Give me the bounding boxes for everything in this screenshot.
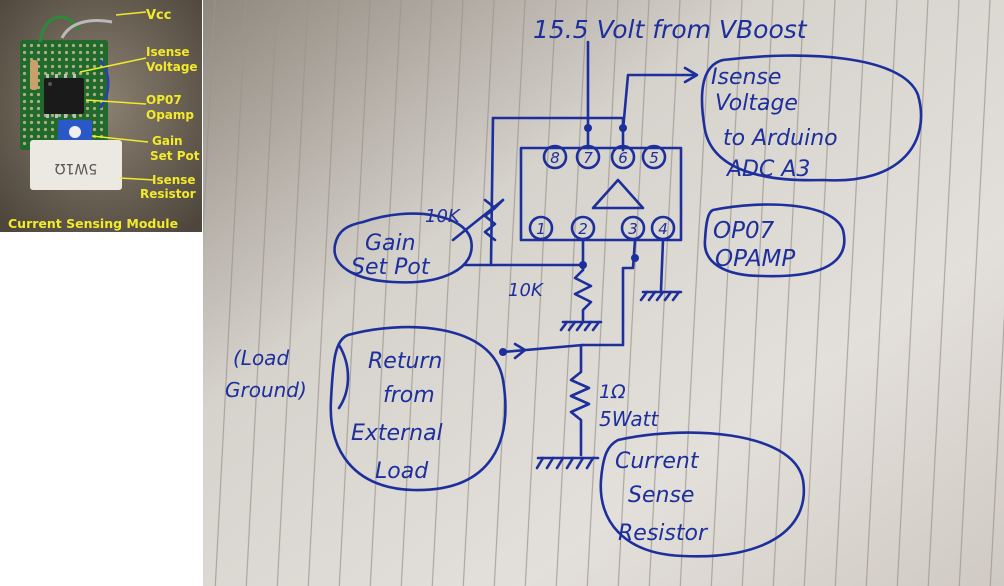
gain-line1: Gain: [365, 231, 416, 256]
blue-wire: [98, 59, 110, 109]
load-ground-line1: (Load: [233, 346, 289, 370]
label-resistor-line2: Resistor: [140, 187, 196, 201]
ic-pins-bottom: 1 2 3 4: [528, 215, 676, 241]
ic-pins-top: 8 7 6 5: [542, 144, 667, 170]
sense-value-line1: 1Ω: [599, 381, 626, 403]
leader-lines: [79, 11, 155, 181]
isense-callout-bubble: [700, 54, 923, 182]
label-vcc: Vcc: [146, 8, 171, 23]
schematic-drawing: 15.5 Volt from VBoost Isense Voltage to …: [203, 0, 1004, 586]
resistor-marking: 5W1Ω: [55, 160, 98, 176]
small-resistor: [30, 60, 38, 90]
op07-chip: [44, 78, 84, 114]
pin-3: 3: [628, 220, 638, 238]
pin-5: 5: [649, 149, 659, 167]
return-line2: from: [383, 383, 435, 408]
pot-knob: [69, 126, 81, 138]
chip-notch: [48, 82, 52, 86]
pot-value: 10K: [425, 206, 461, 227]
return-line1: Return: [368, 349, 442, 374]
isense-line4: ADC A3: [725, 157, 810, 182]
opamp-line1: OP07: [713, 218, 775, 244]
pin-4: 4: [658, 220, 668, 238]
sense-line2: Sense: [628, 483, 694, 508]
return-line4: Load: [375, 459, 429, 484]
resistor-10k-value: 10K: [508, 280, 544, 301]
label-isense-line1: Isense: [146, 45, 190, 59]
label-resistor-line1: Isense: [152, 173, 196, 187]
load-ground-line2: Ground): [225, 378, 307, 402]
pin-6: 6: [618, 149, 628, 167]
isense-line3: to Arduino: [723, 126, 838, 151]
label-op07-line2: Opamp: [146, 108, 194, 122]
circuit-wiring: [451, 40, 699, 470]
sense-line3: Resistor: [618, 521, 709, 546]
pin-1: 1: [536, 220, 546, 238]
load-ground-paren: [337, 343, 350, 410]
label-gain-line2: Set Pot: [150, 149, 200, 163]
grey-wire: [60, 19, 113, 39]
isense-line2: Voltage: [715, 91, 798, 116]
pin-8: 8: [550, 149, 560, 167]
return-callout-bubble: [329, 325, 507, 492]
module-photo-illustration: 5W1Ω Vcc Isense Voltage OP07 Opamp Gain …: [0, 0, 202, 232]
label-gain-line1: Gain: [152, 134, 183, 148]
sense-value-line2: 5Watt: [599, 407, 660, 431]
gain-callout-bubble: [333, 212, 473, 284]
pin-2: 2: [578, 220, 588, 238]
label-isense-line2: Voltage: [146, 60, 198, 74]
label-op07-line1: OP07: [146, 93, 182, 107]
opamp-line2: OPAMP: [715, 246, 795, 272]
opamp-callout-bubble: [703, 203, 846, 278]
module-photo: 5W1Ω Vcc Isense Voltage OP07 Opamp Gain …: [0, 0, 202, 232]
sense-line1: Current: [615, 449, 700, 474]
sense-resistor: [30, 140, 122, 190]
return-line3: External: [351, 421, 443, 446]
supply-label: 15.5 Volt from VBoost: [533, 15, 808, 44]
chip-pins: [46, 74, 76, 118]
isense-line1: Isense: [711, 65, 781, 90]
schematic-sketch: 15.5 Volt from VBoost Isense Voltage to …: [203, 0, 1004, 586]
photo-caption: Current Sensing Module: [8, 216, 178, 231]
gain-line2: Set Pot: [351, 255, 431, 280]
pin-7: 7: [583, 149, 593, 167]
paper-rule-lines: [203, 0, 1004, 586]
sense-callout-bubble: [599, 431, 806, 558]
